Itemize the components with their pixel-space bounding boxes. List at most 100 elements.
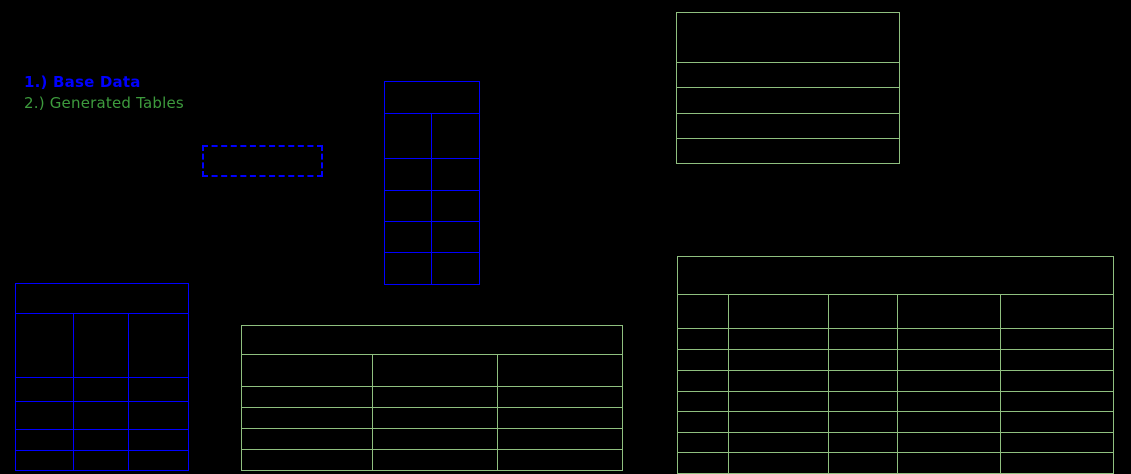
table-cell[interactable] (15, 313, 74, 378)
table-cell[interactable] (73, 313, 129, 378)
table-cell[interactable] (728, 349, 829, 371)
table-cell[interactable] (127, 429, 190, 451)
generated-table-top-right[interactable] (676, 12, 900, 164)
table-cell[interactable] (15, 401, 74, 430)
table-cell[interactable] (999, 294, 1115, 329)
table-cell[interactable] (677, 411, 729, 433)
table-cell[interactable] (496, 428, 624, 450)
table-cell[interactable] (999, 411, 1115, 433)
table-cell[interactable] (677, 452, 729, 474)
table-cell[interactable] (241, 428, 373, 450)
table-cell[interactable] (127, 401, 190, 430)
table-row[interactable] (384, 221, 480, 253)
table-cell[interactable] (897, 349, 1001, 371)
table-cell[interactable] (677, 328, 729, 350)
table-cell[interactable] (677, 294, 729, 329)
table-cell[interactable] (676, 62, 900, 88)
table-row[interactable] (15, 313, 190, 378)
generated-table-bottom-center[interactable] (240, 325, 624, 471)
table-cell[interactable] (15, 450, 74, 471)
table-cell[interactable] (828, 294, 898, 329)
table-cell[interactable] (384, 113, 432, 159)
table-cell[interactable] (728, 294, 829, 329)
table-row[interactable] (677, 452, 1115, 474)
table-row[interactable] (241, 428, 624, 450)
table-cell[interactable] (431, 221, 480, 253)
base-placeholder-box[interactable] (202, 145, 323, 177)
table-cell[interactable] (496, 354, 624, 387)
table-cell[interactable] (496, 386, 624, 408)
table-cell[interactable] (372, 386, 498, 408)
table-cell[interactable] (676, 138, 900, 164)
table-cell[interactable] (496, 449, 624, 471)
table-cell[interactable] (999, 432, 1115, 453)
table-cell[interactable] (241, 449, 373, 471)
table-cell[interactable] (897, 411, 1001, 433)
table-row[interactable] (676, 62, 900, 88)
table-row[interactable] (15, 450, 190, 471)
table-cell[interactable] (372, 354, 498, 387)
table-cell[interactable] (496, 407, 624, 429)
table-cell[interactable] (677, 349, 729, 371)
table-cell[interactable] (828, 328, 898, 350)
table-cell[interactable] (728, 370, 829, 392)
table-row[interactable] (241, 386, 624, 408)
table-cell[interactable] (677, 391, 729, 412)
table-row[interactable] (15, 429, 190, 451)
table-cell[interactable] (431, 190, 480, 222)
table-row[interactable] (384, 190, 480, 222)
table-cell[interactable] (677, 370, 729, 392)
table-cell[interactable] (728, 391, 829, 412)
base-table-bottom-left[interactable] (14, 283, 190, 471)
table-cell[interactable] (15, 377, 74, 402)
table-cell[interactable] (241, 407, 373, 429)
table-row[interactable] (677, 391, 1115, 412)
table-cell[interactable] (73, 450, 129, 471)
table-cell[interactable] (384, 158, 432, 191)
table-row[interactable] (676, 138, 900, 164)
generated-table-bottom-right[interactable] (676, 256, 1115, 474)
table-cell[interactable] (897, 328, 1001, 350)
table-cell[interactable] (728, 452, 829, 474)
table-row[interactable] (241, 354, 624, 387)
table-row[interactable] (676, 113, 900, 139)
table-cell[interactable] (676, 87, 900, 114)
table-cell[interactable] (384, 252, 432, 285)
table-row[interactable] (384, 252, 480, 285)
table-cell[interactable] (241, 354, 373, 387)
table-cell[interactable] (897, 391, 1001, 412)
table-cell[interactable] (828, 411, 898, 433)
table-cell[interactable] (384, 221, 432, 253)
table-row[interactable] (384, 158, 480, 191)
table-row[interactable] (241, 449, 624, 471)
table-row[interactable] (241, 407, 624, 429)
table-cell[interactable] (728, 328, 829, 350)
table-cell[interactable] (372, 449, 498, 471)
table-row[interactable] (677, 349, 1115, 371)
table-cell[interactable] (999, 391, 1115, 412)
table-row[interactable] (15, 401, 190, 430)
table-cell[interactable] (127, 313, 190, 378)
table-cell[interactable] (999, 452, 1115, 474)
table-cell[interactable] (372, 428, 498, 450)
table-row[interactable] (677, 328, 1115, 350)
table-cell[interactable] (999, 370, 1115, 392)
table-row[interactable] (677, 411, 1115, 433)
table-cell[interactable] (127, 377, 190, 402)
table-cell[interactable] (828, 452, 898, 474)
table-cell[interactable] (73, 401, 129, 430)
table-row[interactable] (15, 377, 190, 402)
table-cell[interactable] (677, 432, 729, 453)
table-row[interactable] (676, 87, 900, 114)
table-cell[interactable] (73, 377, 129, 402)
table-cell[interactable] (384, 190, 432, 222)
table-cell[interactable] (241, 386, 373, 408)
table-cell[interactable] (431, 113, 480, 159)
table-cell[interactable] (728, 432, 829, 453)
table-cell[interactable] (828, 432, 898, 453)
table-row[interactable] (384, 113, 480, 159)
table-cell[interactable] (676, 113, 900, 139)
table-cell[interactable] (897, 370, 1001, 392)
table-cell[interactable] (127, 450, 190, 471)
table-cell[interactable] (999, 328, 1115, 350)
